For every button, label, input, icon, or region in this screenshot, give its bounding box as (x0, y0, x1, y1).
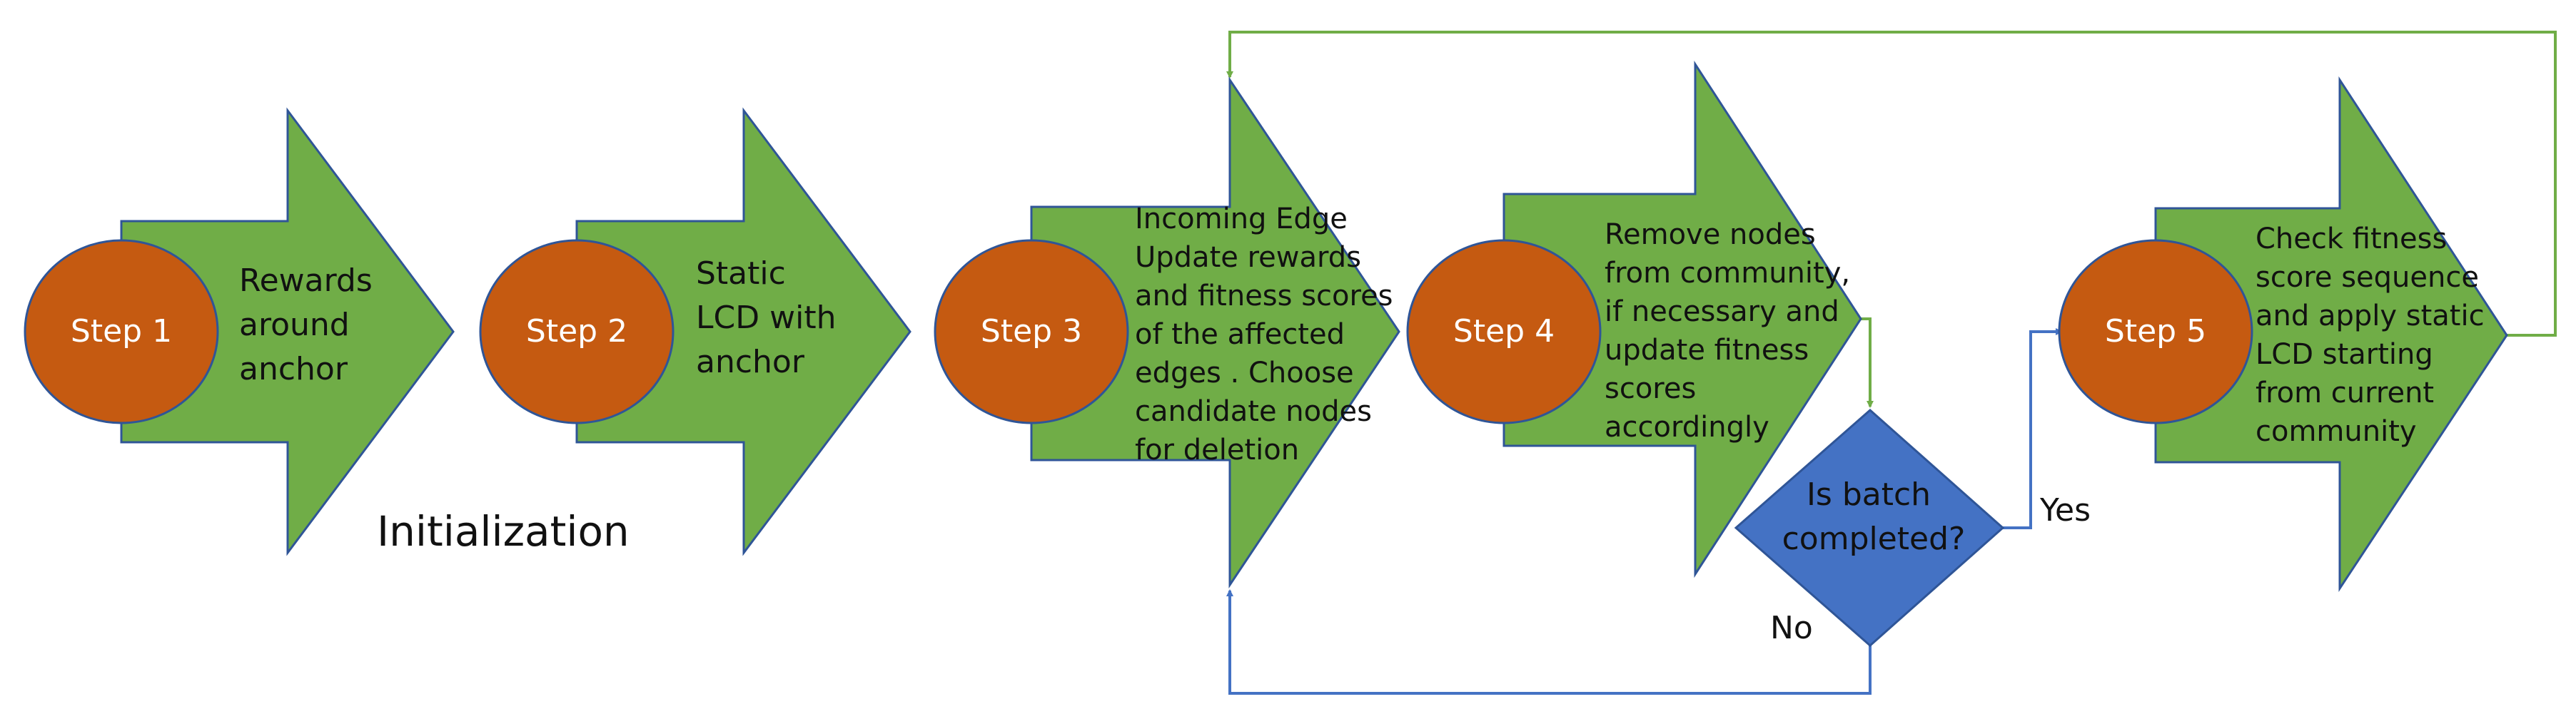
step-2-text: Static LCD with anchor (696, 255, 846, 380)
step-2-label: Step 2 (526, 313, 627, 350)
step-1: Step 1 Rewards around anchor (24, 107, 455, 556)
step-3-arrow (1030, 76, 1400, 588)
decision-text: Is batch completed? (1782, 476, 1966, 557)
step4-to-decision-connector (1859, 317, 1874, 408)
initialization-caption: Initialization (377, 507, 630, 556)
step-1-text: Rewards around anchor (239, 262, 383, 387)
step-3-text: Incoming Edge Update rewards and fitness… (1135, 203, 1402, 466)
decision: Is batch completed? (1734, 408, 2005, 648)
step-5-circle (2058, 239, 2253, 424)
step-4-label: Step 4 (1453, 313, 1555, 350)
step-3-circle (934, 239, 1129, 424)
yes-connector (2003, 328, 2063, 529)
no-label: No (1770, 610, 1813, 646)
step-3: Step 3 Incoming Edge Update rewards and … (934, 76, 1402, 588)
step-4: Step 4 Remove nodes from community, if n… (1406, 60, 1862, 578)
step-1-arrow (120, 107, 455, 556)
step-4-text: Remove nodes from community, if necessar… (1605, 218, 1859, 444)
step-5-label: Step 5 (2105, 313, 2206, 350)
connectors (1226, 31, 2557, 695)
yes-label: Yes (2039, 492, 2091, 529)
step-5-arrow (2154, 76, 2508, 593)
step-4-circle (1406, 239, 1602, 424)
step-1-label: Step 1 (71, 313, 172, 350)
step-1-circle (24, 239, 219, 424)
loop-back-connector (1226, 31, 2557, 337)
step-3-label: Step 3 (981, 313, 1082, 350)
no-connector (1226, 589, 1872, 695)
step-5: Step 5 Check fitness score sequence and … (2058, 76, 2508, 593)
step-5-text: Check fitness score sequence and apply s… (2256, 223, 2493, 448)
step-2: Step 2 Static LCD with anchor (479, 107, 911, 556)
step-2-circle (479, 239, 675, 424)
step-4-arrow (1502, 60, 1862, 578)
step-2-arrow (575, 107, 911, 556)
decision-diamond (1734, 408, 2005, 648)
